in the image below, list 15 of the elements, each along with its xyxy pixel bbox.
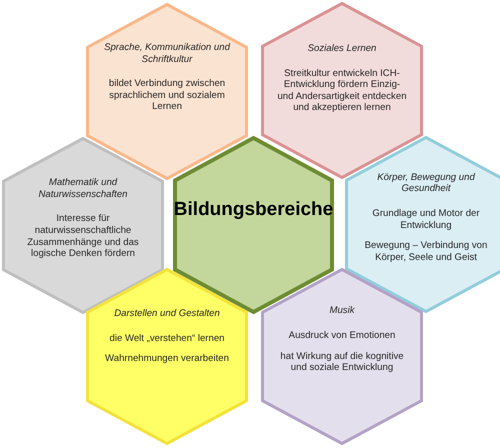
area-description: Streitkultur entwickeln ICH-Entwicklung fördern Einzig- und Andersartigkeit entdecken und akzeptieren lernen — [276, 68, 408, 114]
area-description: Grundlage und Motor der Entwicklung — [371, 208, 481, 232]
area-description: Ausdruck von Emotionen — [288, 330, 396, 342]
area-description: die Welt „verstehen“ lernen — [109, 332, 224, 344]
area-heading: Körper, Bewegung und Gesundheit — [376, 172, 476, 195]
area-heading: Soziales Lernen — [308, 43, 376, 55]
area-description: Wahrnehmungen verarbeiten — [105, 353, 229, 365]
area-description: Interesse für naturwissenschaftliche Zusammenhänge und das logische Denken fördern — [26, 213, 140, 260]
area-description: bildet Verbindung zwischen sprachlichem und sozialem Lernen — [108, 78, 226, 113]
area-heading: Sprache, Kommunikation und Schriftkultur — [103, 42, 232, 66]
area-heading: Mathematik und Naturwissenschaften — [37, 177, 129, 200]
area-heading: Darstellen und Gestalten — [114, 308, 220, 320]
area-description: Bewegung – Verbindung von Körper, Seele und Geist — [364, 240, 488, 264]
area-heading: Musik — [329, 305, 355, 317]
area-description: hat Wirkung auf die kognitive und soziale Entwicklung — [279, 350, 405, 374]
